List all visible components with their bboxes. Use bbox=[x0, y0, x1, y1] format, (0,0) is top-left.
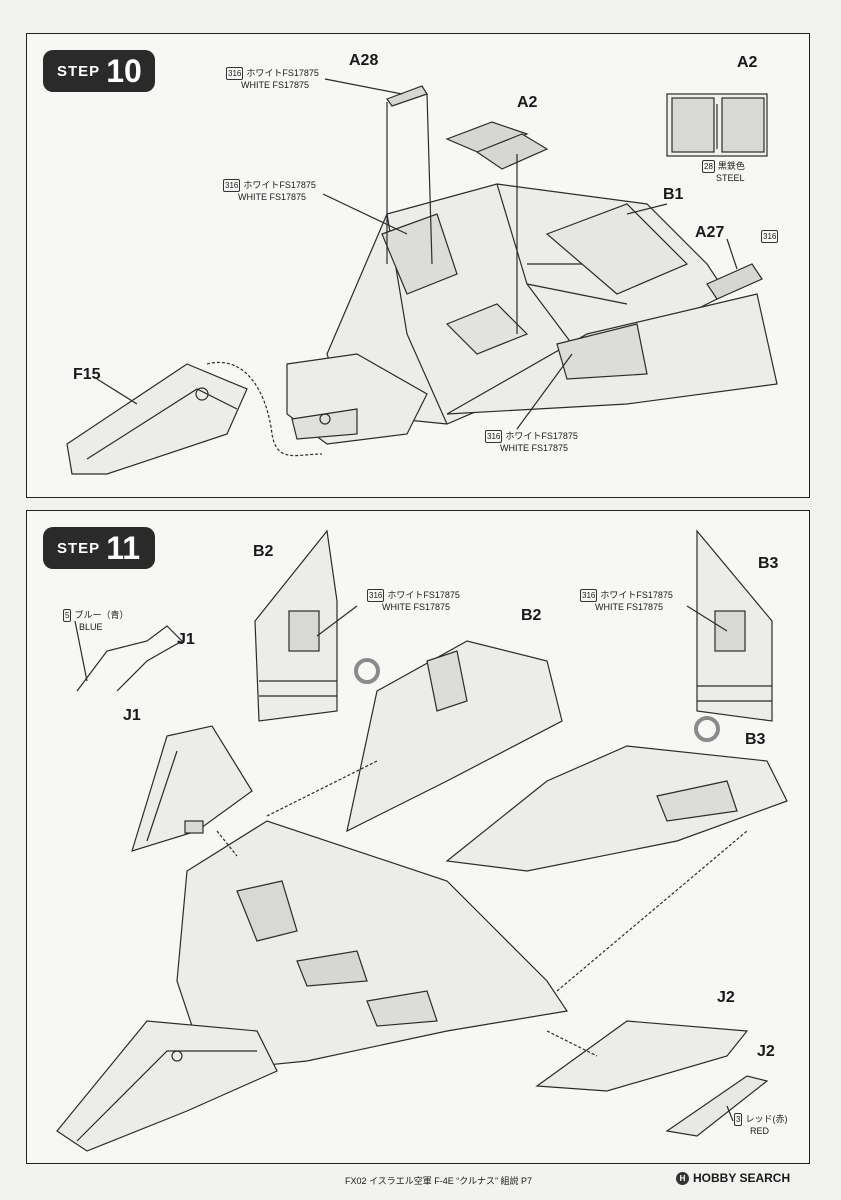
brand-name: HOBBY SEARCH bbox=[693, 1171, 791, 1185]
part-label-b2-main: B2 bbox=[521, 607, 542, 624]
step-10-illustration bbox=[66, 78, 778, 475]
a27-paint-code: 316 bbox=[761, 230, 781, 243]
part-label-a27: A27 bbox=[695, 224, 725, 241]
paint-code-badge: 28 bbox=[702, 160, 715, 173]
part-label-a2: A2 bbox=[517, 94, 538, 111]
part-label-j2-main: J2 bbox=[717, 989, 735, 1006]
paint-code-badge: 316 bbox=[580, 589, 598, 602]
part-label-b1: B1 bbox=[663, 186, 684, 203]
step-11-badge: STEP 11 bbox=[43, 527, 155, 569]
part-label-b3-main: B3 bbox=[745, 731, 766, 748]
paint-code-badge: 316 bbox=[761, 230, 779, 243]
step-11-illustration bbox=[56, 529, 788, 1152]
brand-icon: H bbox=[676, 1171, 689, 1185]
paint-code-badge: 316 bbox=[485, 430, 503, 443]
part-label-a2-inset: A2 bbox=[737, 54, 758, 71]
hobby-search-logo: H HOBBY SEARCH bbox=[676, 1171, 790, 1185]
step-11-panel: STEP 11 bbox=[26, 510, 810, 1164]
step-word: STEP bbox=[57, 62, 101, 80]
step-number: 10 bbox=[106, 52, 142, 89]
part-label-j2-detail: J2 bbox=[757, 1043, 775, 1060]
paint-code-badge: 316 bbox=[226, 67, 244, 80]
part-label-j1-detail: J1 bbox=[177, 631, 195, 648]
step-word: STEP bbox=[57, 539, 101, 557]
paint-code-badge: 3 bbox=[734, 1113, 743, 1126]
part-label-a28: A28 bbox=[349, 52, 379, 69]
part-label-b2-flat: B2 bbox=[253, 543, 274, 560]
part-label-f15: F15 bbox=[73, 366, 101, 383]
paint-code-badge: 5 bbox=[63, 609, 72, 622]
paint-code-badge: 316 bbox=[367, 589, 385, 602]
paint-code-badge: 316 bbox=[223, 179, 241, 192]
step-number: 11 bbox=[106, 529, 141, 566]
part-label-j1-main: J1 bbox=[123, 707, 141, 724]
step-10-panel: STEP 10 bbox=[26, 33, 810, 498]
part-label-b3-flat: B3 bbox=[758, 555, 779, 572]
step-10-badge: STEP 10 bbox=[43, 50, 155, 92]
page-footer: FX02 イスラエル空軍 F-4E “クルナス” 組説 P7 bbox=[345, 1176, 532, 1186]
